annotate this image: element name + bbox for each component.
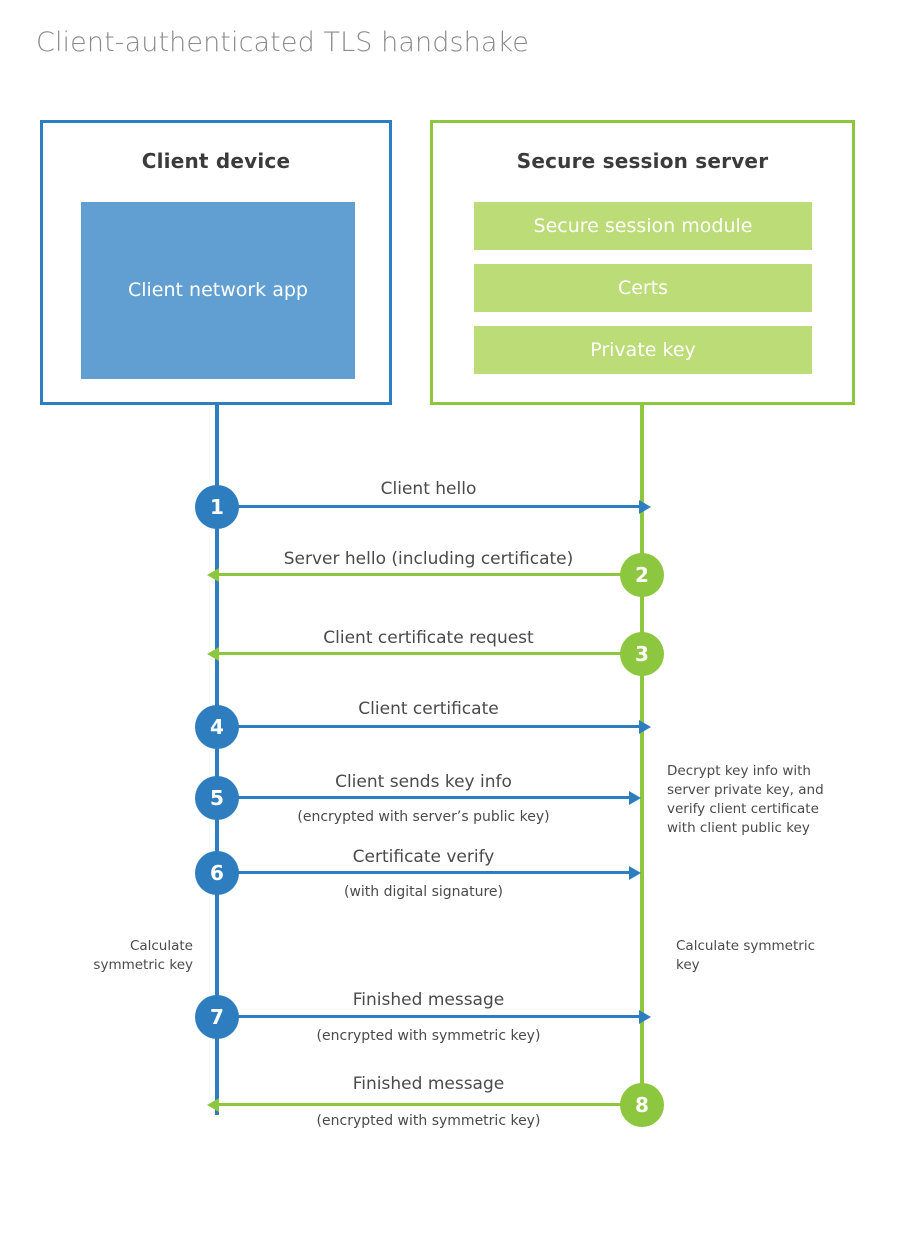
message-label-step-6: Certificate verify	[352, 847, 495, 867]
server-decrypt-note: Decrypt key info with server private key…	[667, 763, 824, 837]
arrowhead-left-icon	[207, 567, 219, 582]
arrow-step-3	[207, 646, 640, 661]
secure-session-server-box: Secure session server Secure session mod…	[430, 120, 855, 405]
private-key-block: Private key	[474, 326, 812, 374]
arrowhead-right-icon	[629, 790, 641, 805]
step-marker-6[interactable]: 6	[195, 851, 239, 895]
client-device-box: Client device Client network app	[40, 120, 392, 405]
message-sublabel-step-5: (encrypted with server’s public key)	[297, 809, 550, 825]
secure-session-server-title: Secure session server	[516, 149, 769, 173]
arrowhead-right-icon	[639, 719, 651, 734]
step-marker-2[interactable]: 2	[620, 553, 664, 597]
server-lifeline	[640, 403, 644, 1105]
secure-session-module-block: Secure session module	[474, 202, 812, 250]
page-title: Client-authenticated TLS handshake	[36, 27, 529, 58]
certs-block: Certs	[474, 264, 812, 312]
arrow-step-6	[217, 865, 641, 880]
step-marker-7[interactable]: 7	[195, 995, 239, 1039]
arrowhead-left-icon	[207, 1097, 219, 1112]
client-lifeline	[215, 403, 219, 1115]
message-label-step-2: Server hello (including certificate)	[283, 549, 574, 569]
message-label-step-1: Client hello	[380, 479, 477, 499]
message-label-step-8: Finished message	[352, 1074, 505, 1094]
message-label-step-3: Client certificate request	[323, 628, 534, 648]
message-sublabel-step-7: (encrypted with symmetric key)	[316, 1028, 541, 1044]
server-calculate-symmetric-key-note: Calculate symmetric key	[676, 938, 815, 974]
step-marker-1[interactable]: 1	[195, 485, 239, 529]
message-label-step-5: Client sends key info	[335, 772, 512, 792]
arrow-step-7	[217, 1009, 651, 1024]
arrowhead-left-icon	[207, 646, 219, 661]
message-label-step-4: Client certificate	[358, 699, 499, 719]
arrow-step-1	[217, 499, 651, 514]
arrow-step-4	[217, 719, 651, 734]
message-sublabel-step-8: (encrypted with symmetric key)	[316, 1113, 541, 1129]
step-marker-4[interactable]: 4	[195, 705, 239, 749]
client-network-app-block: Client network app	[81, 202, 355, 379]
arrowhead-right-icon	[639, 499, 651, 514]
client-calculate-symmetric-key-note: Calculate symmetric key	[93, 938, 193, 974]
step-marker-5[interactable]: 5	[195, 776, 239, 820]
arrow-step-5	[217, 790, 641, 805]
arrow-step-8	[207, 1097, 640, 1112]
arrowhead-right-icon	[629, 865, 641, 880]
message-sublabel-step-6: (with digital signature)	[344, 884, 503, 900]
message-label-step-7: Finished message	[352, 990, 505, 1010]
step-marker-8[interactable]: 8	[620, 1083, 664, 1127]
step-marker-3[interactable]: 3	[620, 632, 664, 676]
arrowhead-right-icon	[639, 1009, 651, 1024]
client-device-title: Client device	[141, 149, 291, 173]
arrow-step-2	[207, 567, 640, 582]
